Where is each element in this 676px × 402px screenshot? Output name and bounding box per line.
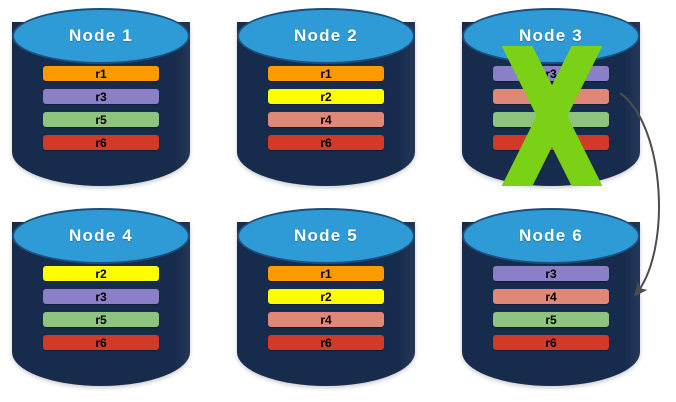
node-6-record-r6[interactable]: r6 xyxy=(493,335,609,350)
node-3-records: r3 r4 r5 r6 xyxy=(493,66,609,158)
node-6-record-r4[interactable]: r4 xyxy=(493,289,609,304)
node-5-records: r1 r2 r4 r6 xyxy=(268,266,384,358)
node-5-record-r4[interactable]: r4 xyxy=(268,312,384,327)
node-4-record-r5[interactable]: r5 xyxy=(43,312,159,327)
node-1-record-r5[interactable]: r5 xyxy=(43,112,159,127)
node-3-record-r4[interactable]: r4 xyxy=(493,89,609,104)
node-1-label: Node 1 xyxy=(69,26,133,45)
node-5-label: Node 5 xyxy=(294,226,358,245)
node-1-cylinder-top: Node 1 xyxy=(12,8,190,64)
node-2-records: r1 r2 r4 r6 xyxy=(268,66,384,158)
node-5-record-r1[interactable]: r1 xyxy=(268,266,384,281)
node-6-cylinder-top: Node 6 xyxy=(462,208,640,264)
node-1-record-r1[interactable]: r1 xyxy=(43,66,159,81)
node-4-record-r3[interactable]: r3 xyxy=(43,289,159,304)
node-1-record-r3[interactable]: r3 xyxy=(43,89,159,104)
node-6-record-r5[interactable]: r5 xyxy=(493,312,609,327)
node-4-record-r6[interactable]: r6 xyxy=(43,335,159,350)
node-4-cylinder-top: Node 4 xyxy=(12,208,190,264)
node-4[interactable]: Node 4 r2 r3 r5 r6 xyxy=(12,208,190,386)
node-1-records: r1 r3 r5 r6 xyxy=(43,66,159,158)
node-2[interactable]: Node 2 r1 r2 r4 r6 xyxy=(237,8,415,186)
node-5-cylinder-top: Node 5 xyxy=(237,208,415,264)
node-3-label: Node 3 xyxy=(519,26,583,45)
node-2-cylinder-top: Node 2 xyxy=(237,8,415,64)
node-2-record-r4[interactable]: r4 xyxy=(268,112,384,127)
node-5-record-r6[interactable]: r6 xyxy=(268,335,384,350)
node-2-record-r6[interactable]: r6 xyxy=(268,135,384,150)
node-6-label: Node 6 xyxy=(519,226,583,245)
node-6[interactable]: Node 6 r3 r4 r5 r6 xyxy=(462,208,640,386)
node-2-record-r1[interactable]: r1 xyxy=(268,66,384,81)
node-1-record-r6[interactable]: r6 xyxy=(43,135,159,150)
node-4-label: Node 4 xyxy=(69,226,133,245)
node-3-record-r5[interactable]: r5 xyxy=(493,112,609,127)
node-3-cylinder-top: Node 3 xyxy=(462,8,640,64)
node-3[interactable]: Node 3 r3 r4 r5 r6 xyxy=(462,8,640,186)
node-4-records: r2 r3 r5 r6 xyxy=(43,266,159,358)
node-2-label: Node 2 xyxy=(294,26,358,45)
node-4-record-r2[interactable]: r2 xyxy=(43,266,159,281)
node-3-record-r3[interactable]: r3 xyxy=(493,66,609,81)
node-6-records: r3 r4 r5 r6 xyxy=(493,266,609,358)
node-3-record-r6[interactable]: r6 xyxy=(493,135,609,150)
node-1[interactable]: Node 1 r1 r3 r5 r6 xyxy=(12,8,190,186)
node-5[interactable]: Node 5 r1 r2 r4 r6 xyxy=(237,208,415,386)
node-5-record-r2[interactable]: r2 xyxy=(268,289,384,304)
node-2-record-r2[interactable]: r2 xyxy=(268,89,384,104)
node-6-record-r3[interactable]: r3 xyxy=(493,266,609,281)
